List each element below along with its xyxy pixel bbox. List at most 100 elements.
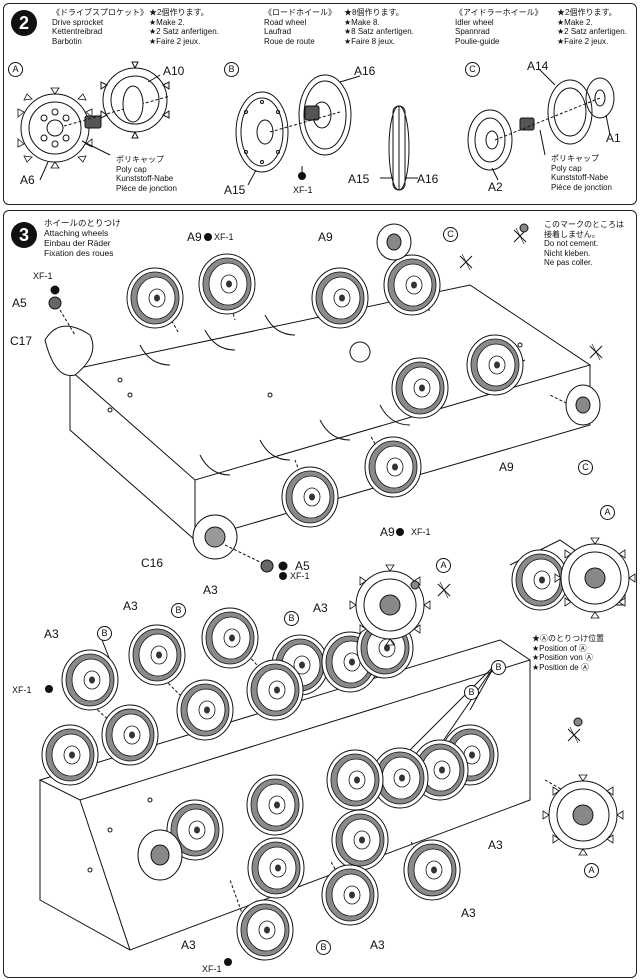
- road-wheel-top-7: [364, 436, 422, 498]
- circle-label-b: B: [224, 62, 239, 77]
- roadwheel-text: 《ロードホイール》 Road wheel Laufrad Roue de rou…: [264, 8, 336, 46]
- label-a3-4: A3: [44, 627, 59, 641]
- sprocket-title-jp: 《ドライブスプロケット》: [52, 8, 148, 17]
- step-3-title: ホイールのとりつけ Attaching wheels Einbau der Rä…: [44, 218, 121, 258]
- road-wheel-drawing: [235, 74, 418, 191]
- road-wheel-bottom-7: [176, 679, 234, 741]
- circle-c-bottom: C: [578, 460, 593, 475]
- label-a9-4: A9: [380, 525, 395, 539]
- idler-title-en: Idler wheel: [455, 17, 494, 27]
- circle-b-6: B: [316, 940, 331, 955]
- label-a5-2: A5: [295, 559, 310, 573]
- road-wheel-front-5: [247, 837, 305, 899]
- sprocket-bottom-2: [542, 774, 624, 856]
- label-a3-1: A3: [203, 583, 218, 597]
- label-a5-1: A5: [12, 296, 27, 310]
- road-wheel-top-3: [311, 267, 369, 329]
- idler-top-1: [376, 223, 412, 261]
- drive-sprocket-drawing: [17, 61, 171, 169]
- idler-wheel-drawing: [467, 77, 615, 171]
- step-2-panel: [3, 3, 637, 205]
- road-wheel-front-4: [331, 809, 389, 871]
- roadwheel-title-jp: 《ロードホイール》: [264, 8, 336, 17]
- label-a3-6: A3: [461, 906, 476, 920]
- sprocket-make-jp: ★2個作ります。: [149, 8, 209, 17]
- label-a16: A16: [354, 64, 376, 78]
- label-xf1-top-1: XF-1: [214, 232, 234, 242]
- circle-b-4: B: [491, 660, 506, 675]
- label-a9-1: A9: [187, 230, 202, 244]
- label-c17: C17: [10, 334, 33, 348]
- label-a3-8: A3: [181, 938, 196, 952]
- road-wheel-front-6: [321, 864, 379, 926]
- label-xf1-top-4: XF-1: [290, 571, 310, 581]
- roadwheel-make-de: ★8 Satz anfertigen.: [344, 27, 414, 36]
- sprocket-make-en: ★Make 2.: [149, 17, 185, 27]
- circle-a-2: A: [600, 505, 615, 520]
- polycap-label-left: ポリキャップ Poly cap Kunststoff-Nabe Pièce de…: [116, 155, 177, 193]
- label-xf1-top-3: XF-1: [411, 527, 431, 537]
- idler-top-2: [565, 384, 601, 426]
- road-wheel-front-9: [41, 724, 99, 786]
- roadwheel-title-de: Laufrad: [264, 27, 292, 36]
- road-wheel-bottom-1: [61, 649, 119, 711]
- label-xf1: XF-1: [293, 185, 313, 195]
- label-a2: A2: [488, 180, 503, 194]
- position-note: ★Ⓐのとりつけ位置 ★Position of Ⓐ ★Position von Ⓐ…: [532, 634, 605, 672]
- sprocket-position-inset: [511, 537, 636, 619]
- label-a3-3: A3: [313, 601, 328, 615]
- no-cement-note: このマークのところは 接着しません。 Do not cement. Nicht …: [544, 220, 624, 267]
- road-wheel-front-2: [246, 774, 304, 836]
- sprocket-title-de: Kettentreibrad: [52, 27, 103, 36]
- label-a15-side: A15: [348, 172, 370, 186]
- road-wheel-top-1: [126, 267, 184, 329]
- idler-title-jp: 《アイドラーホイール》: [455, 8, 543, 17]
- label-xf1-top-2: XF-1: [33, 271, 53, 281]
- circle-c-top: C: [443, 227, 458, 242]
- circle-label-a: A: [8, 62, 23, 77]
- road-wheel-front-8: [236, 899, 294, 961]
- road-wheel-top-6: [391, 357, 449, 419]
- roadwheel-make: ★8個作ります。 ★Make 8. ★8 Satz anfertigen. ★F…: [344, 8, 414, 46]
- label-a14: A14: [527, 59, 549, 73]
- idler-text: 《アイドラーホイール》 Idler wheel Spannrad Poulie-…: [455, 8, 543, 46]
- sprocket-make: ★2個作ります。 ★Make 2. ★2 Satz anfertigen. ★F…: [149, 8, 219, 46]
- road-wheel-bottom-9: [101, 704, 159, 766]
- road-wheel-top-5: [466, 334, 524, 396]
- roadwheel-title-en: Road wheel: [264, 17, 307, 27]
- step-3-number: 3: [11, 222, 37, 248]
- label-a15: A15: [224, 183, 246, 197]
- idler-make-jp: ★2個作ります。: [557, 8, 617, 17]
- road-wheel-bottom-8: [246, 659, 304, 721]
- label-a3-5: A3: [488, 838, 503, 852]
- sprocket-make-fr: ★Faire 2 jeux.: [149, 36, 201, 46]
- label-a9-3: A9: [499, 460, 514, 474]
- roadwheel-make-fr: ★Faire 8 jeux.: [344, 36, 396, 46]
- upper-hull-drawing: [44, 254, 592, 573]
- label-a16-side: A16: [417, 172, 439, 186]
- no-cement-icon: [513, 223, 529, 245]
- circle-label-c: C: [465, 62, 480, 77]
- sprocket-make-de: ★2 Satz anfertigen.: [149, 27, 219, 36]
- label-a1: A1: [606, 131, 621, 145]
- step-2-drawings: [17, 61, 615, 191]
- circle-b-2: B: [284, 611, 299, 626]
- idler-make-de: ★2 Satz anfertigen.: [557, 27, 627, 36]
- circle-b-5: B: [464, 685, 479, 700]
- label-a10: A10: [163, 64, 185, 78]
- road-wheel-top-8: [281, 466, 339, 528]
- road-wheel-top-2: [198, 253, 256, 315]
- road-wheel-bottom-2: [128, 624, 186, 686]
- circle-a-3: A: [584, 863, 599, 878]
- idler-make-fr: ★Faire 2 jeux.: [557, 36, 609, 46]
- label-c16: C16: [141, 556, 164, 570]
- label-xf1-bottom-1: XF-1: [12, 685, 32, 695]
- label-a9-2: A9: [318, 230, 333, 244]
- sprocket-title-fr: Barbotin: [52, 36, 82, 46]
- roadwheel-make-en: ★Make 8.: [344, 17, 380, 27]
- road-wheel-front-7: [403, 839, 461, 901]
- idler-make: ★2個作ります。 ★Make 2. ★2 Satz anfertigen. ★F…: [557, 8, 627, 46]
- roadwheel-title-fr: Roue de route: [264, 36, 315, 46]
- circle-b-3: B: [97, 626, 112, 641]
